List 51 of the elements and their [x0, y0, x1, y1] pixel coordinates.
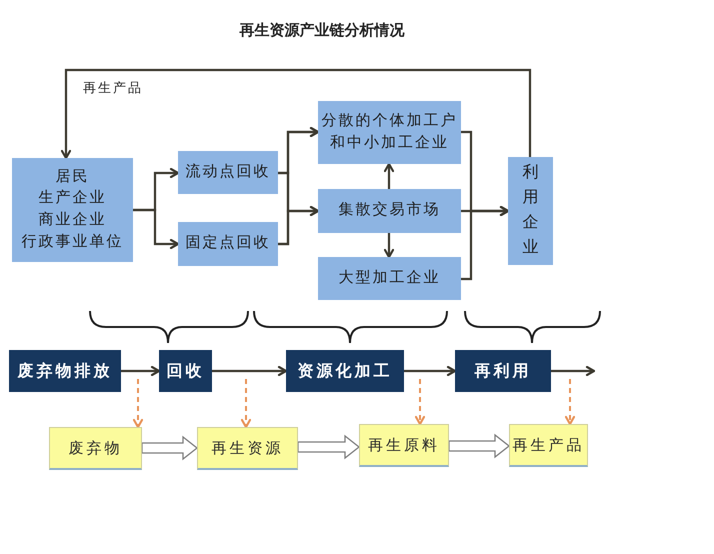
stage-box: [286, 350, 404, 392]
output-box: [509, 424, 588, 467]
stage-box: [159, 350, 212, 392]
node-label: 商业企业: [38, 210, 106, 230]
process-box: [318, 101, 461, 164]
block-arrow: [141, 436, 198, 460]
dashed-arrow: [414, 379, 426, 426]
output-box: [49, 427, 142, 470]
node-label: 集散交易市场: [338, 200, 440, 220]
dashed-arrow: [564, 379, 576, 426]
node-label: 回收: [166, 360, 204, 382]
process-box: [318, 257, 461, 300]
arrow: [212, 366, 288, 376]
block-arrow: [297, 434, 360, 460]
dashed-arrow: [240, 379, 252, 428]
node-label: 行政事业单位: [22, 232, 124, 252]
block-arrow: [448, 434, 510, 458]
node-label: 流动点回收: [186, 162, 270, 182]
node-label: 再生原料: [368, 436, 440, 454]
node-label: 大型加工企业: [338, 268, 440, 288]
arrow: [384, 162, 394, 189]
stage-box: [9, 350, 121, 392]
arrow: [404, 366, 456, 376]
arrow: [121, 366, 160, 376]
arrow: [551, 366, 596, 376]
process-box: [178, 222, 278, 266]
node-label: 固定点回收: [186, 233, 270, 254]
node-label: 再利用: [474, 360, 532, 382]
node-label: 资源化加工: [298, 360, 392, 382]
arrow: [60, 68, 532, 160]
arrow: [461, 206, 510, 280]
node-label: 再生产品: [512, 436, 584, 454]
output-box: [197, 427, 298, 470]
node-label: 利用企业: [522, 162, 538, 258]
output-box: [359, 424, 449, 467]
arrow: [278, 206, 320, 246]
node-label: 居民: [56, 168, 90, 186]
node-label: 再生资源: [212, 440, 284, 458]
entity-box: [12, 158, 133, 262]
arrow: [133, 208, 180, 250]
process-box: [318, 189, 461, 233]
stage-box: [455, 350, 551, 392]
node-label: 废弃物排放: [18, 360, 112, 382]
node-label: 生产企业: [38, 188, 106, 208]
dashed-arrow: [132, 379, 144, 428]
diagram-title: 再生资源产业链分析情况: [238, 21, 406, 40]
process-box: [178, 151, 278, 194]
process-box: [508, 157, 553, 265]
node-label: 分散的个体加工户和中小加工企业: [320, 112, 458, 152]
node-label: 废弃物: [68, 439, 122, 458]
arrow: [384, 233, 394, 258]
